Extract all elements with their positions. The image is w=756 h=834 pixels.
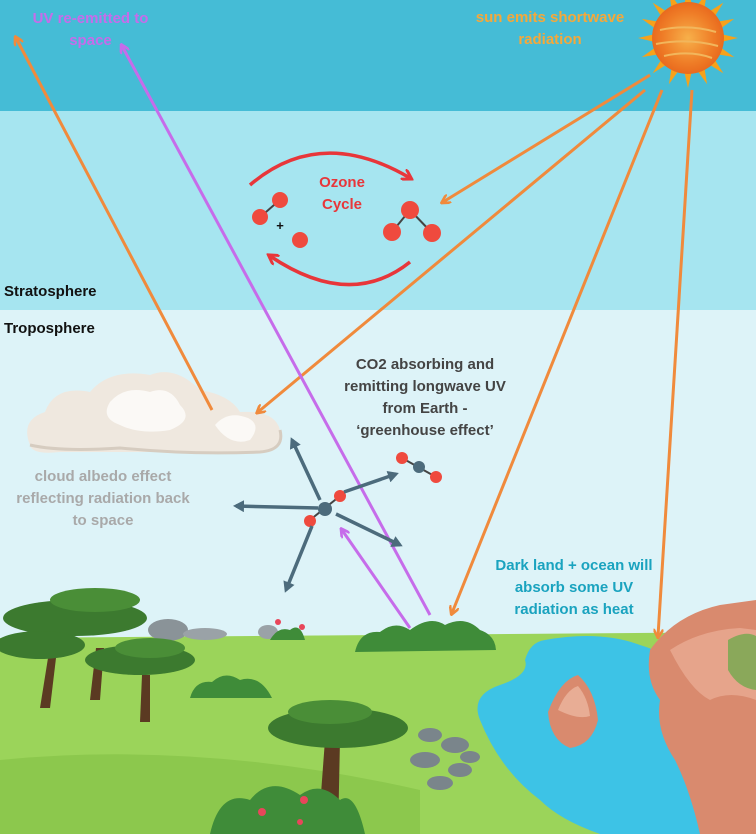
- cloud-icon: [27, 372, 283, 455]
- co2-remit-arrows: [233, 437, 403, 593]
- troposphere-label: Troposphere: [4, 320, 95, 337]
- uv-reemitted-label: UV re-emitted to space: [32, 10, 149, 49]
- sun-ray-arrow: [443, 73, 651, 202]
- sun-ray-arrow: [258, 88, 646, 412]
- rock-cluster: [410, 728, 480, 790]
- bush-icon: [190, 621, 496, 698]
- tree-icon: [210, 700, 408, 834]
- ozone-cycle-arrow: [248, 151, 410, 187]
- sun-icon: [638, 0, 738, 88]
- uv-to-co2-arrow: [342, 530, 412, 629]
- reflected-ray-arrow: [16, 38, 214, 411]
- ocean-icon: [477, 636, 708, 834]
- ozone-molecule-icon: [383, 201, 441, 242]
- sun-label: sun emits shortwave radiation: [475, 9, 625, 48]
- plus-sign: +: [276, 218, 284, 233]
- ozone-cycle-label: Ozone Cycle: [319, 174, 365, 213]
- oxygen-molecule-icon: [252, 192, 308, 248]
- greenhouse-effect-label: CO2 absorbing and remitting longwave UV …: [344, 356, 506, 439]
- sun-ray-arrow: [452, 89, 664, 613]
- troposphere-band: [0, 310, 756, 640]
- rock-icon: [148, 619, 278, 641]
- tree-icon: [0, 588, 195, 722]
- uv-reemitted-arrow: [122, 46, 432, 616]
- cloud-albedo-label: cloud albedo effect reflecting radiation…: [16, 468, 190, 529]
- ozone-cycle-arrow: [270, 256, 412, 287]
- co2-molecule-icon: [396, 452, 442, 483]
- stratosphere-band: [0, 111, 756, 310]
- sun-ray: [684, 71, 692, 88]
- sun-ray: [721, 34, 738, 42]
- sun-ray: [638, 34, 655, 42]
- flower-cluster: [258, 619, 308, 825]
- sun-ray-arrow: [658, 89, 694, 636]
- co2-molecule-icon: [304, 490, 346, 527]
- stratosphere-label: Stratosphere: [4, 283, 97, 300]
- land-ocean-absorb-label: Dark land + ocean will absorb some UV ra…: [495, 557, 653, 618]
